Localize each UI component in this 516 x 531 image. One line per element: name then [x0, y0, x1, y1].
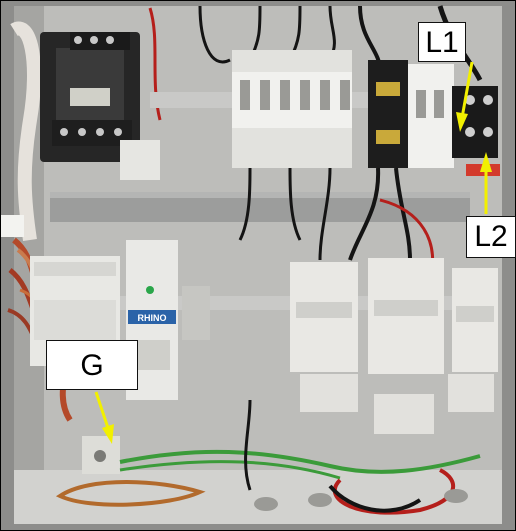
label-l2: L2	[466, 216, 516, 258]
label-g: G	[46, 340, 138, 390]
power-supply-brand: RHINO	[138, 313, 167, 323]
spiral-wrap-bundle	[10, 21, 41, 242]
warning-label-strip	[0, 215, 24, 237]
circuit-breaker-row	[232, 50, 352, 168]
breaker-to-contactor-wires	[238, 167, 435, 281]
l1-arrow	[456, 61, 474, 132]
backplate-bottom	[14, 470, 502, 524]
l2-arrow	[480, 152, 492, 214]
green-ground-wires	[119, 449, 481, 480]
wire-duct-highlight	[50, 192, 470, 198]
copper-ground-coil	[55, 480, 206, 507]
label-l1: L1	[418, 22, 466, 62]
contactor-row	[290, 258, 498, 374]
overload-relays	[300, 374, 494, 434]
transformer-fuse-block	[120, 140, 160, 180]
ground-terminal	[82, 436, 120, 474]
main-breaker	[368, 60, 408, 168]
breakers-right	[408, 64, 454, 168]
power-distribution-block	[452, 86, 500, 176]
bottom-wires	[244, 399, 456, 515]
control-transformer	[40, 32, 140, 162]
terminal-blocks	[182, 286, 210, 340]
conduit-knockouts	[254, 489, 468, 511]
g-arrow	[94, 391, 114, 444]
